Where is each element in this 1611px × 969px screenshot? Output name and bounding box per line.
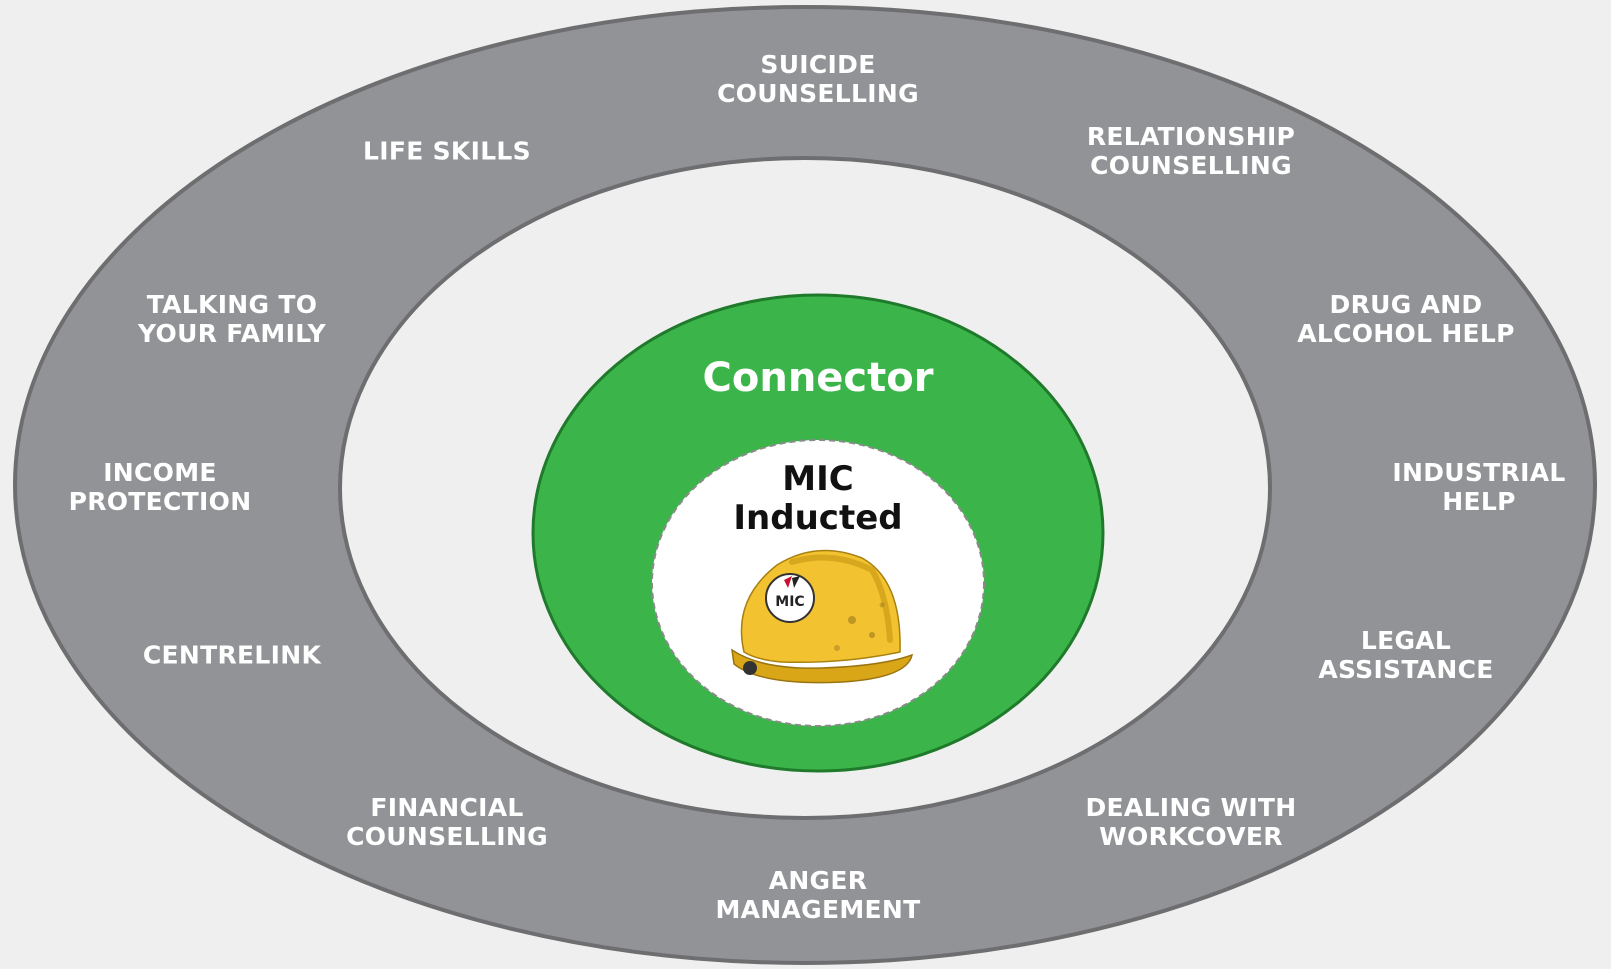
- label-legal-assistance: LEGAL ASSISTANCE: [1318, 626, 1493, 684]
- label-line: INDUSTRIAL: [1392, 458, 1566, 487]
- label-line: SUICIDE: [760, 50, 876, 79]
- label-line: ANGER: [768, 866, 868, 895]
- inducted-line2: Inducted: [733, 498, 903, 538]
- label-drug-and-alcohol-help: DRUG AND ALCOHOL HELP: [1297, 290, 1515, 348]
- label-line: CENTRELINK: [142, 640, 322, 670]
- label-line: FINANCIAL: [370, 793, 524, 822]
- label-line: PROTECTION: [68, 487, 252, 516]
- label-line: DRUG AND: [1329, 290, 1483, 319]
- label-talking-to-your-family: TALKING TO YOUR FAMILY: [138, 290, 326, 348]
- hard-hat-icon: MIC: [731, 549, 914, 684]
- inducted-line1: MIC: [782, 459, 854, 499]
- label-line: WORKCOVER: [1099, 822, 1283, 851]
- inducted-title: MIC Inducted: [733, 460, 902, 538]
- label-centrelink: CENTRELINK: [143, 641, 321, 670]
- label-line: DEALING WITH: [1085, 793, 1297, 822]
- label-line: RELATIONSHIP: [1086, 122, 1296, 151]
- helmet-badge-text: MIC: [775, 594, 804, 610]
- label-line: ASSISTANCE: [1318, 655, 1494, 684]
- label-relationship-counselling: RELATIONSHIP COUNSELLING: [1087, 122, 1295, 180]
- label-line: COUNSELLING: [717, 79, 919, 108]
- label-line: LEGAL: [1360, 626, 1452, 655]
- label-income-protection: INCOME PROTECTION: [69, 458, 252, 516]
- label-line: TALKING TO: [146, 290, 318, 319]
- label-line: LIFE SKILLS: [363, 136, 531, 166]
- label-industrial-help: INDUSTRIAL HELP: [1392, 458, 1565, 516]
- label-line: COUNSELLING: [346, 822, 548, 851]
- label-financial-counselling: FINANCIAL COUNSELLING: [346, 793, 548, 851]
- label-line: ALCOHOL HELP: [1297, 319, 1515, 348]
- label-line: MANAGEMENT: [715, 895, 921, 924]
- connector-title: Connector: [702, 355, 934, 401]
- label-dealing-with-workcover: DEALING WITH WORKCOVER: [1085, 793, 1296, 851]
- label-suicide-counselling: SUICIDE COUNSELLING: [717, 50, 919, 108]
- label-life-skills: LIFE SKILLS: [363, 137, 531, 166]
- label-anger-management: ANGER MANAGEMENT: [715, 866, 920, 924]
- label-line: YOUR FAMILY: [138, 319, 326, 348]
- label-line: INCOME: [103, 458, 217, 487]
- label-line: COUNSELLING: [1090, 151, 1292, 180]
- label-line: HELP: [1442, 487, 1516, 516]
